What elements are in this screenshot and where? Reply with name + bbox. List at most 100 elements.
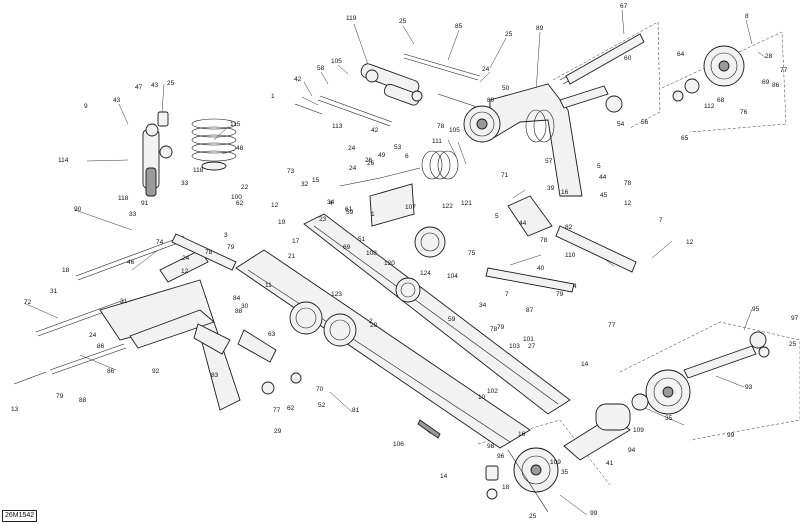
- rear-wheel-upper: [631, 369, 691, 415]
- callout: 32: [301, 181, 309, 188]
- callout: 43: [151, 82, 159, 89]
- callout: 42: [371, 127, 379, 134]
- callout: 52: [318, 402, 326, 409]
- callout: 59: [448, 316, 456, 323]
- callout: 86: [97, 343, 105, 350]
- callout: 91: [141, 200, 149, 207]
- front-lower-rod: [35, 235, 187, 375]
- front-arm: [99, 249, 241, 411]
- callout: 39: [547, 185, 555, 192]
- callout: 100: [231, 194, 242, 201]
- callout: 11: [265, 282, 272, 289]
- callout: 96: [497, 453, 505, 460]
- callout: 41: [606, 460, 614, 467]
- callout: 56: [641, 119, 649, 126]
- callout: 47: [135, 84, 143, 91]
- callout: 107: [405, 204, 416, 211]
- callout: 26: [365, 157, 373, 164]
- callout: 109: [633, 427, 644, 434]
- callout: 77: [780, 67, 788, 74]
- callout: 7: [659, 217, 663, 224]
- callout: 25: [167, 80, 175, 87]
- callout: 88: [235, 308, 243, 315]
- callout: 111: [432, 138, 442, 145]
- callout: 5: [495, 213, 499, 220]
- callout: 97: [791, 315, 799, 322]
- callout: 77: [273, 407, 281, 414]
- callout: 10: [478, 394, 486, 401]
- callout: 30: [241, 303, 249, 310]
- callout: 70: [316, 386, 324, 393]
- callout: 94: [628, 447, 636, 454]
- callout: 15: [312, 177, 320, 184]
- callout: 43: [113, 97, 121, 104]
- callout: 74: [156, 239, 164, 246]
- callout: 3: [224, 232, 228, 239]
- callout: 75: [468, 250, 476, 257]
- callout: 80: [487, 97, 495, 104]
- callout: 101: [523, 336, 534, 343]
- callout: 40: [537, 265, 545, 272]
- slide-rail-left: [235, 249, 531, 449]
- callout: 89: [536, 25, 544, 32]
- callout: 114: [58, 157, 69, 164]
- callout: 4: [573, 283, 577, 290]
- callout: 76: [740, 109, 748, 116]
- callout: 69: [343, 244, 351, 251]
- callout: 86: [107, 368, 115, 375]
- callout: 24: [482, 66, 490, 73]
- callout: 29: [274, 428, 282, 435]
- callout: 23: [319, 216, 327, 223]
- callout: 79: [497, 324, 505, 331]
- callout: 35: [561, 469, 569, 476]
- callout: 24: [349, 165, 357, 172]
- callout: 24: [182, 255, 190, 262]
- callout: 51: [358, 236, 366, 243]
- callout: 84: [233, 295, 241, 302]
- callout: 27: [528, 343, 536, 350]
- callout: 83: [211, 372, 219, 379]
- callout: 34: [479, 302, 487, 309]
- upper-right-wheel: [672, 45, 745, 102]
- callout: 48: [236, 145, 244, 152]
- callout: 25: [399, 18, 407, 25]
- callout: 59: [346, 209, 354, 216]
- crossbar-110: [369, 183, 637, 293]
- callout: 109: [550, 459, 561, 466]
- callout: 115: [230, 121, 241, 128]
- callout: 79: [56, 393, 64, 400]
- callout: 71: [501, 172, 509, 179]
- callout: 85: [455, 23, 463, 30]
- callout: 16: [518, 431, 526, 438]
- callout: 16: [561, 189, 569, 196]
- callout: 44: [599, 174, 607, 181]
- callout: 45: [600, 192, 608, 199]
- callout: 78: [624, 180, 632, 187]
- guide-strip: [417, 419, 441, 439]
- callout: 72: [24, 299, 32, 306]
- callout: 62: [236, 200, 244, 207]
- callout: 31: [50, 288, 58, 295]
- callout: 99: [727, 432, 735, 439]
- callout-labels: 1 119 25 85 25 89 67 8 28 58 105 42 24 5…: [11, 3, 799, 520]
- callout: 18: [62, 267, 70, 274]
- callout: 92: [152, 368, 160, 375]
- callout: 78: [540, 237, 548, 244]
- callout: 95: [752, 306, 760, 313]
- callout: 123: [331, 291, 342, 298]
- callout: 49: [378, 152, 386, 159]
- callout: 77: [608, 322, 616, 329]
- rear-arm-top: [489, 83, 583, 197]
- callout: 78: [490, 326, 498, 333]
- callout: 121: [461, 200, 472, 207]
- callout: 50: [502, 85, 510, 92]
- front-shock-assembly: [142, 111, 173, 197]
- callout: 99: [590, 510, 598, 517]
- callout: 53: [394, 144, 402, 151]
- callout: 98: [487, 443, 495, 450]
- callout: 44: [519, 220, 527, 227]
- callout: 42: [294, 76, 302, 83]
- callout: 6: [405, 153, 409, 160]
- callout: 106: [393, 441, 404, 448]
- callout: 22: [241, 184, 249, 191]
